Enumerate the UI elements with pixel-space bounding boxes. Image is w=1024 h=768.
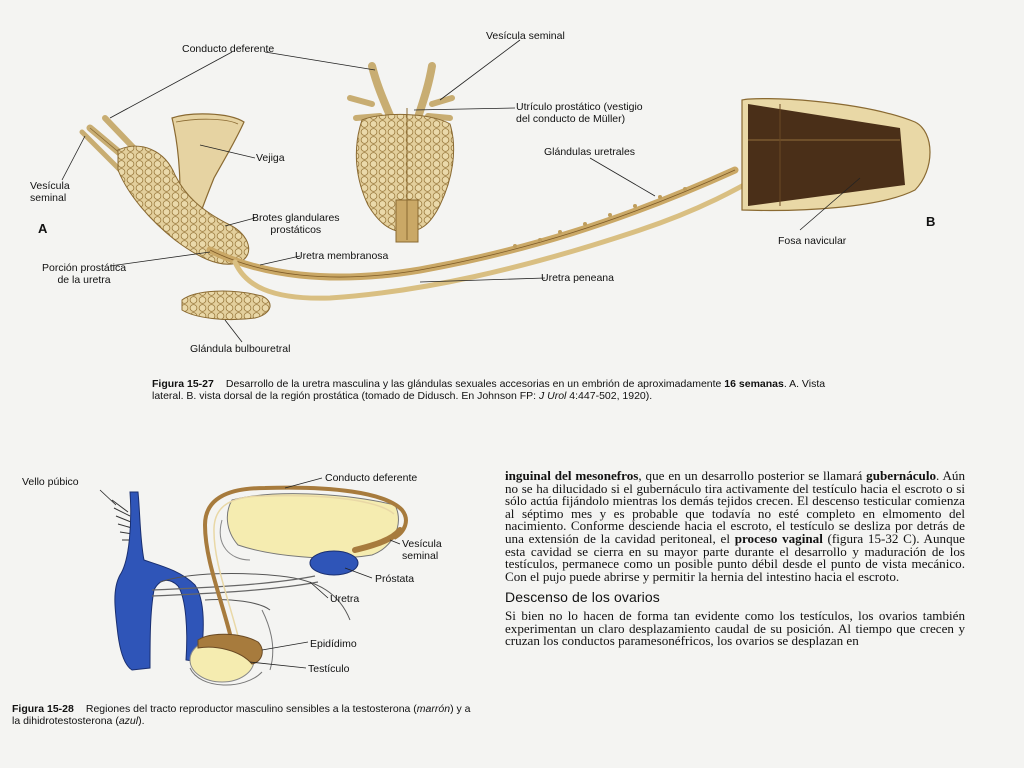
caption-fig-15-27: Figura 15-27 Desarrollo de la uretra masc…: [152, 378, 842, 402]
label-uretra-membranosa: Uretra membranosa: [295, 250, 389, 262]
caption-2-italic-1: marrón: [416, 703, 451, 715]
vas-deferens: [202, 485, 408, 643]
fig-15-28-drawing: [111, 485, 408, 686]
caption-2-text-1: Regiones del tracto reproductor masculin…: [85, 703, 417, 715]
blue-region-penis: [114, 491, 204, 671]
p1-text-2: . Aún no se ha dilucidado si el gubernác…: [505, 468, 966, 546]
caption-text-2: . A. Vista lateral. B. vista dorsal de l…: [152, 378, 826, 402]
label-vello-pubico: Vello púbico: [22, 476, 79, 488]
label-fosa-navicular: Fosa navicular: [778, 235, 847, 247]
label-testiculo: Testículo: [308, 663, 350, 675]
bulbourethral-gland: [181, 290, 271, 321]
caption-bold: 16 semanas: [724, 378, 784, 390]
label-vejiga: Vejiga: [256, 152, 285, 164]
label-porcion-prostatica: Porción prostática de la uretra: [42, 262, 127, 286]
paragraph-1: inguinal del mesonefros, que en un desar…: [505, 468, 966, 584]
label-conducto-deferente-2: Conducto deferente: [325, 472, 418, 484]
label-uretra: Uretra: [330, 593, 360, 605]
body-text-column: inguinal del mesonefros, que en un desar…: [505, 468, 966, 649]
p1-text-1: , que en un desarrollo posterior se llam…: [638, 468, 867, 483]
caption-text: Desarrollo de la uretra masculina y las …: [225, 378, 725, 390]
caption-number: Figura 15-27: [152, 378, 214, 390]
epididymis: [197, 633, 263, 665]
label-vesicula-seminal-2: Vesícula seminal: [402, 538, 442, 562]
caption-text-3: 4:447-502, 1920).: [566, 390, 653, 402]
fig-15-27-b-dorsal-drawing: [347, 62, 455, 243]
p1-bold-3: proceso vaginal: [734, 530, 823, 546]
label-brotes-glandulares: Brotes glandulares prostáticos: [252, 212, 340, 236]
p1-bold-1: inguinal del mesonefros: [505, 468, 639, 483]
label-uretra-peneana: Uretra peneana: [541, 272, 614, 284]
caption-2-italic-2: azul: [118, 715, 139, 727]
caption-2-text-3: ).: [138, 715, 145, 727]
label-prostata: Próstata: [375, 573, 415, 585]
label-conducto-deferente: Conducto deferente: [182, 43, 275, 55]
bladder-yellow: [226, 493, 399, 559]
label-glandulas-uretrales: Glándulas uretrales: [544, 146, 636, 158]
caption-2-text-2: ) y a la dihidrotestosterona (: [12, 703, 471, 727]
label-vesicula-seminal-top: Vesícula seminal: [486, 30, 565, 42]
label-vesicula-seminal-left: Vesícula seminal: [30, 180, 70, 204]
caption-number-2: Figura 15-28: [12, 703, 74, 715]
label-panel-b: B: [926, 214, 936, 229]
label-utriculo: Utrículo prostático (vestigio del conduc…: [516, 101, 643, 125]
p1-bold-2: gubernáculo: [866, 468, 937, 483]
leader-lines: [61, 39, 861, 669]
prostatic-buds-dorsal: [355, 113, 455, 233]
section-heading: Descenso de los ovarios: [505, 589, 660, 606]
prostatic-buds-a: [117, 145, 250, 265]
paragraph-2: Si bien no lo hacen de forma tan evident…: [505, 607, 965, 649]
caption-journal: J Urol: [538, 390, 567, 402]
label-glandula-bulbouretral: Glándula bulbouretral: [190, 343, 291, 355]
label-panel-a: A: [38, 221, 48, 236]
label-epididimo: Epidídimo: [310, 638, 357, 650]
p1-text-3: (figura 15-32 C). Aunque esta cavidad se…: [505, 530, 965, 584]
fig-15-27-a-drawing: [79, 98, 931, 321]
prostate-blue: [309, 550, 359, 576]
caption-fig-15-28: Figura 15-28 Regiones del tracto reproduc…: [12, 703, 472, 727]
